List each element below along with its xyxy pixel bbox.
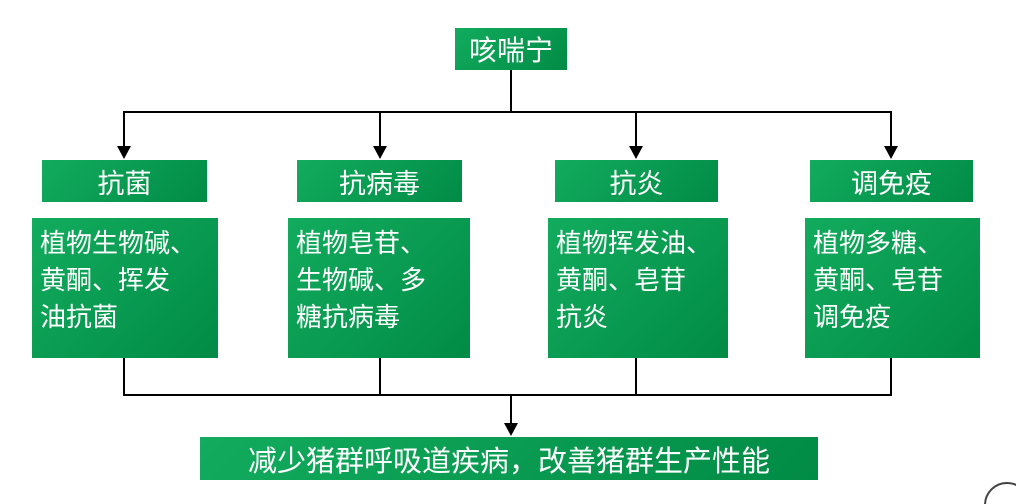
branch-label: 抗病毒 [339,168,420,199]
arrowhead-conclusion-icon [504,423,518,436]
branch-label: 抗炎 [609,168,664,199]
connector-top-horizontal [123,111,892,113]
branch-label: 调免疫 [851,168,932,199]
decorative-circle [984,482,1016,504]
branch-label: 抗菌 [97,168,152,199]
connector-bottom-horizontal [123,394,892,396]
connector-merge-1 [123,358,125,396]
arrowhead-branch-3-icon [629,146,643,159]
connector-branch-3 [635,111,637,146]
detail-node-antiviral: 植物皂苷、 生物碱、多 糖抗病毒 [288,218,470,358]
conclusion-label: 减少猪群呼吸道疾病，改善猪群生产性能 [247,445,770,478]
detail-node-immune: 植物多糖、 黄酮、皂苷 调免疫 [805,218,980,358]
connector-conclusion-stem [510,394,512,424]
connector-merge-3 [635,358,637,396]
connector-merge-2 [379,358,381,396]
connector-root-stem [510,70,512,112]
branch-node-antiinflammatory: 抗炎 [555,160,718,202]
connector-merge-4 [890,358,892,396]
connector-branch-4 [890,111,892,146]
arrowhead-branch-1-icon [117,146,131,159]
arrowhead-branch-2-icon [373,146,387,159]
detail-node-antiinflammatory: 植物挥发油、 黄酮、皂苷 抗炎 [548,218,728,358]
root-node: 咳喘宁 [455,28,567,70]
root-node-label: 咳喘宁 [468,35,553,66]
connector-branch-1 [123,111,125,146]
branch-node-antibacterial: 抗菌 [42,160,207,202]
arrowhead-branch-4-icon [884,146,898,159]
branch-node-immune: 调免疫 [810,160,973,202]
conclusion-node: 减少猪群呼吸道疾病，改善猪群生产性能 [200,437,818,480]
connector-branch-2 [379,111,381,146]
detail-node-antibacterial: 植物生物碱、 黄酮、挥发 油抗菌 [32,218,218,358]
branch-node-antiviral: 抗病毒 [297,160,462,202]
